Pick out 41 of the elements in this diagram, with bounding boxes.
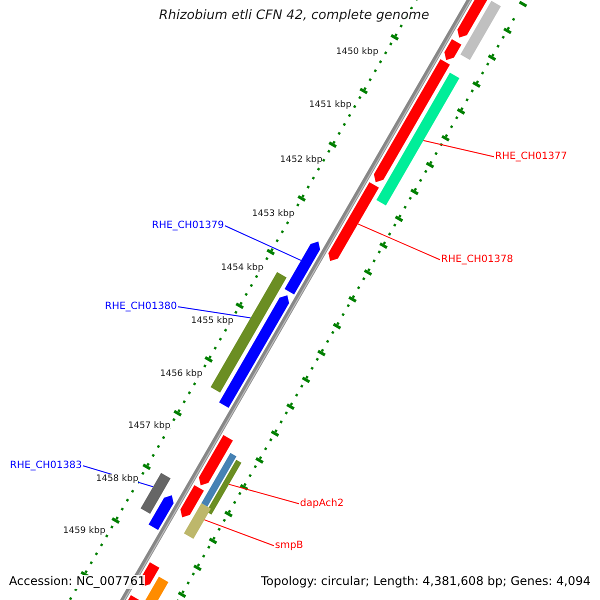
leader-line bbox=[228, 484, 300, 504]
gene-feature bbox=[206, 460, 242, 515]
genome-summary-text: Topology: circular; Length: 4,381,608 bp; Genes: 4,094 bbox=[261, 574, 591, 589]
scale-label: 1457 kbp bbox=[128, 420, 170, 431]
gene-feature bbox=[140, 472, 171, 514]
accession-text: Accession: NC_007761 bbox=[9, 574, 146, 589]
leader-line bbox=[224, 225, 302, 261]
gene-feature bbox=[148, 495, 174, 530]
gene-label: RHE_CH01380 bbox=[104, 301, 177, 312]
gene-feature bbox=[284, 242, 320, 294]
scale-label: 1454 kbp bbox=[221, 262, 264, 273]
gene-feature bbox=[184, 503, 211, 539]
gene-feature bbox=[201, 452, 236, 507]
scale-label: 1458 kbp bbox=[96, 474, 138, 484]
leader-line bbox=[178, 306, 252, 318]
gene-label: smpB bbox=[275, 540, 304, 552]
scale-label: 1450 kbp bbox=[336, 46, 378, 57]
leader-line bbox=[357, 223, 440, 260]
scale-label: 1451 kbp bbox=[309, 100, 352, 110]
leader-line bbox=[204, 519, 274, 546]
gene-feature bbox=[374, 59, 450, 182]
gene-feature bbox=[376, 72, 460, 206]
scale-label: 1459 kbp bbox=[63, 526, 106, 536]
scale-label: 1456 kbp bbox=[160, 368, 202, 379]
gene-label: RHE_CH01378 bbox=[441, 254, 514, 266]
gene-feature bbox=[457, 0, 488, 38]
scale-label: 1455 kbp bbox=[191, 316, 234, 326]
gene-feature bbox=[180, 485, 204, 518]
gene-label: RHE_CH01379 bbox=[152, 220, 224, 232]
leader-line bbox=[422, 140, 494, 158]
scale-label: 1453 kbp bbox=[252, 208, 294, 219]
gene-label: dapAch2 bbox=[300, 498, 344, 510]
gene-feature bbox=[328, 182, 379, 262]
gene-label: RHE_CH01383 bbox=[10, 460, 82, 472]
map-title: Rhizobium etli CFN 42, complete genome bbox=[159, 9, 430, 24]
gene-feature bbox=[198, 434, 233, 486]
gene-feature bbox=[142, 576, 168, 600]
scale-label: 1452 kbp bbox=[280, 154, 322, 165]
gene-label: RHE_CH01377 bbox=[495, 151, 568, 162]
gene-feature bbox=[219, 295, 290, 408]
gene-feature bbox=[460, 0, 501, 60]
